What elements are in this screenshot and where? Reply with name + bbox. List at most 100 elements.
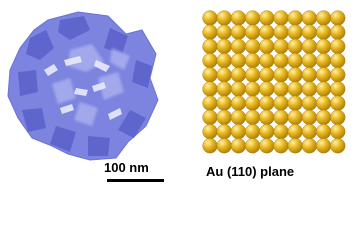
- gold-atom: [287, 38, 303, 55]
- nanoparticle-image: [7, 11, 159, 161]
- gold-atom: [316, 24, 332, 40]
- gold-atom: [245, 10, 261, 26]
- gold-atom: [330, 138, 346, 154]
- gold-atom: [216, 67, 232, 83]
- gold-atom: [245, 52, 261, 69]
- gold-atom: [216, 10, 232, 26]
- gold-atom: [330, 109, 346, 126]
- gold-atom: [330, 10, 346, 26]
- gold-atom: [301, 38, 318, 55]
- gold-atom: [216, 109, 232, 126]
- gold-atom: [330, 95, 346, 111]
- lattice-plane-label: Au (110) plane: [206, 164, 295, 179]
- gold-atom: [330, 24, 346, 40]
- gold-atom: [230, 95, 247, 111]
- gold-atom: [316, 67, 332, 83]
- gold-atom: [273, 10, 289, 26]
- gold-atom: [216, 124, 232, 140]
- gold-atom: [202, 67, 218, 83]
- gold-atom: [301, 95, 318, 111]
- gold-atom: [330, 52, 346, 69]
- gold-atom: [273, 81, 289, 97]
- gold-atom: [245, 81, 261, 97]
- gold-atom: [230, 67, 247, 83]
- gold-atom: [230, 24, 247, 40]
- gold-atom: [316, 38, 332, 55]
- gold-atom: [316, 81, 332, 97]
- gold-atom: [316, 109, 332, 126]
- gold-atom: [301, 124, 318, 140]
- gold-atom: [330, 38, 346, 55]
- gold-atom: [273, 67, 289, 83]
- gold-atom: [230, 38, 247, 55]
- gold-atom: [301, 138, 318, 154]
- gold-atom: [316, 52, 332, 69]
- gold-atom: [216, 81, 232, 97]
- gold-atom: [230, 52, 247, 69]
- gold-atom: [259, 67, 275, 83]
- gold-atom: [301, 67, 318, 83]
- gold-atom: [230, 10, 247, 26]
- gold-atom: [259, 81, 275, 97]
- gold-atom: [287, 109, 303, 126]
- gold-atom: [301, 81, 318, 97]
- gold-atom: [330, 124, 346, 140]
- gold-atom: [245, 67, 261, 83]
- gold-atom: [259, 24, 275, 40]
- gold-atom: [301, 10, 318, 26]
- gold-atom: [287, 95, 303, 111]
- gold-atom: [287, 10, 303, 26]
- gold-atom: [230, 109, 247, 126]
- gold-atom: [316, 124, 332, 140]
- gold-atom: [287, 52, 303, 69]
- gold-atom: [316, 95, 332, 111]
- gold-atom: [330, 81, 346, 97]
- gold-atom: [230, 124, 247, 140]
- gold-atom: [202, 52, 218, 69]
- gold-atom: [259, 109, 275, 126]
- gold-atom: [273, 52, 289, 69]
- gold-atom: [287, 124, 303, 140]
- gold-atom: [330, 67, 346, 83]
- gold-lattice: [202, 10, 346, 154]
- gold-atom: [245, 138, 261, 154]
- gold-atom: [216, 38, 232, 55]
- gold-atom: [202, 24, 218, 40]
- gold-atom: [273, 38, 289, 55]
- gold-atom: [202, 10, 218, 26]
- gold-atom: [202, 38, 218, 55]
- gold-atom: [245, 95, 261, 111]
- gold-atom: [202, 109, 218, 126]
- scale-bar: [107, 179, 164, 182]
- gold-atom: [216, 24, 232, 40]
- gold-atom: [245, 109, 261, 126]
- gold-atom: [301, 52, 318, 69]
- gold-atom: [245, 124, 261, 140]
- gold-atom: [216, 52, 232, 69]
- gold-atom: [259, 95, 275, 111]
- gold-atom: [259, 52, 275, 69]
- gold-atom: [216, 95, 232, 111]
- gold-atom: [316, 138, 332, 154]
- gold-atom: [301, 109, 318, 126]
- gold-atom: [273, 109, 289, 126]
- gold-atom: [202, 124, 218, 140]
- gold-atom: [259, 10, 275, 26]
- gold-atom: [316, 10, 332, 26]
- gold-atom: [230, 81, 247, 97]
- gold-atom: [287, 24, 303, 40]
- gold-atom: [245, 38, 261, 55]
- gold-atom: [202, 138, 218, 154]
- gold-atom: [202, 95, 218, 111]
- figure-canvas: [7, 10, 346, 161]
- gold-atom: [301, 24, 318, 40]
- gold-atom: [230, 138, 247, 154]
- gold-atom: [202, 81, 218, 97]
- gold-atom: [273, 124, 289, 140]
- gold-atom: [259, 138, 275, 154]
- gold-atom: [245, 24, 261, 40]
- gold-atom: [273, 95, 289, 111]
- gold-atom: [287, 81, 303, 97]
- gold-atom: [287, 138, 303, 154]
- scale-bar-label: 100 nm: [104, 160, 149, 175]
